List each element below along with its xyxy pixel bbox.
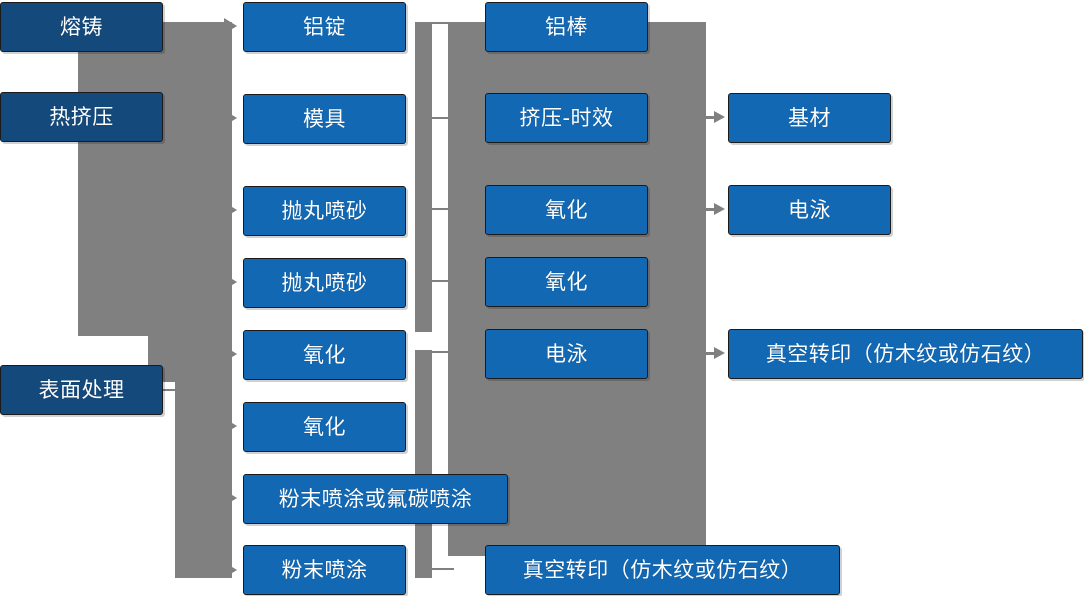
connector-tick-row-8 [432,568,454,570]
node-label: 铝锭 [303,14,346,39]
node-label: 真空转印（仿木纹或仿石纹） [765,341,1046,366]
node-label: 挤压-时效 [519,105,614,130]
step-node-aluminum-ingot[interactable]: 铝锭 [243,2,406,52]
arrowhead-to-step-7 [224,490,237,506]
stage-node-hot-extrusion[interactable]: 热挤压 [0,92,163,142]
output-node-base-material[interactable]: 基材 [728,93,891,143]
node-label: 热挤压 [49,104,114,129]
connector-tick-row-4 [432,280,454,282]
arrowhead-to-step-6 [224,418,237,434]
process-node-extrusion-aging[interactable]: 挤压-时效 [485,93,648,143]
connector-bar-step-lower [415,350,432,578]
arrow-stem-to-output-2 [706,208,718,211]
connector-tick-row-5 [432,351,454,353]
step-node-powder-or-fluorocarbon-coating[interactable]: 粉末喷涂或氟碳喷涂 [243,474,508,524]
process-node-electrophoresis[interactable]: 电泳 [485,329,648,379]
output-node-electrophoresis[interactable]: 电泳 [728,185,891,235]
node-label: 铝棒 [545,14,588,39]
connector-tick-row-3 [432,208,454,210]
step-node-shot-blasting-1[interactable]: 抛丸喷砂 [243,186,406,236]
step-node-shot-blasting-2[interactable]: 抛丸喷砂 [243,258,406,308]
step-node-powder-coating[interactable]: 粉末喷涂 [243,545,406,595]
node-label: 基材 [788,105,831,130]
step-node-oxidation-1[interactable]: 氧化 [243,330,406,380]
step-node-oxidation-2[interactable]: 氧化 [243,402,406,452]
process-node-oxidation-2[interactable]: 氧化 [485,257,648,307]
arrowhead-to-step-1 [224,18,237,34]
node-label: 抛丸喷砂 [281,198,368,223]
arrowhead-to-output-3 [714,347,725,359]
node-label: 抛丸喷砂 [281,270,368,295]
arrowhead-to-output-1 [714,111,725,123]
arrowhead-to-step-4 [224,274,237,290]
step-node-mold[interactable]: 模具 [243,94,406,144]
node-label: 表面处理 [38,377,125,402]
node-label: 氧化 [303,342,346,367]
node-label: 氧化 [303,414,346,439]
node-label: 熔铸 [60,14,103,39]
arrowhead-to-step-8 [224,562,237,578]
process-node-oxidation-1[interactable]: 氧化 [485,185,648,235]
node-label: 真空转印（仿木纹或仿石纹） [522,557,803,582]
arrowhead-to-step-3 [224,202,237,218]
node-label: 电泳 [545,341,588,366]
node-label: 氧化 [545,269,588,294]
stage-node-melting-casting[interactable]: 熔铸 [0,2,163,52]
node-label: 模具 [303,106,346,131]
process-node-aluminum-bar[interactable]: 铝棒 [485,2,648,52]
node-label: 粉末喷涂或氟碳喷涂 [278,486,473,511]
arrow-stem-to-output-1 [706,116,718,119]
connector-stub-surface [163,389,185,391]
process-node-vacuum-transfer-printing[interactable]: 真空转印（仿木纹或仿石纹） [485,545,840,595]
connector-tick-row-1 [432,22,454,24]
connector-bar-step-upper [415,22,432,332]
stage-node-surface-treatment[interactable]: 表面处理 [0,365,163,415]
connector-band-stage-main [175,22,232,578]
output-node-vacuum-transfer-printing[interactable]: 真空转印（仿木纹或仿石纹） [728,329,1083,379]
node-label: 粉末喷涂 [281,557,368,582]
connector-tick-row-2 [432,117,454,119]
arrowhead-to-step-2 [224,110,237,126]
arrow-stem-to-output-3 [706,352,718,355]
node-label: 氧化 [545,197,588,222]
arrowhead-to-step-5 [224,346,237,362]
node-label: 电泳 [788,197,831,222]
arrowhead-to-output-2 [714,203,725,215]
